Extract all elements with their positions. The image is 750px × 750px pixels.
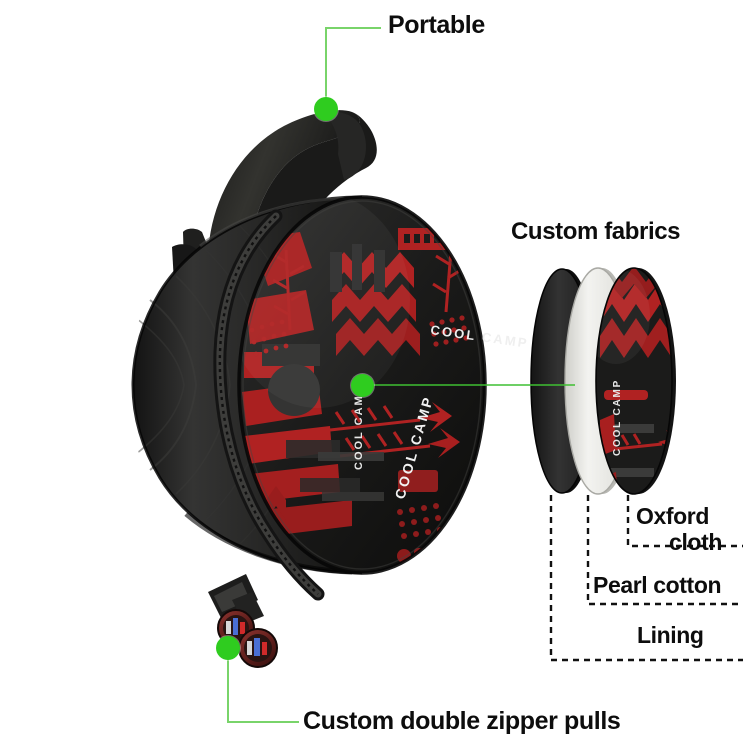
callout-dot-custom-fabrics[interactable] (351, 374, 374, 397)
disc-brand-mark: COOL CAMP (612, 379, 623, 456)
label-pearl-cotton: Pearl cotton (593, 572, 722, 598)
zipper-pull-art-1 (226, 618, 245, 635)
label-lining: Lining (637, 622, 704, 648)
leader-line-pearl-cotton (586, 495, 743, 606)
aztec-pattern (239, 197, 469, 573)
label-portable: Portable (388, 11, 485, 39)
fabric-disc-oxford-cloth: COOL CAMP (595, 267, 676, 495)
bag-face: COOL CAMP COOL CAMP COOL CAMP (237, 195, 530, 575)
leader-line-zipper-pulls (227, 648, 299, 723)
zipper-pull-art-2 (247, 638, 267, 656)
callout-dot-zipper-pulls[interactable] (216, 636, 240, 660)
label-oxford-cloth: Oxford cloth (636, 503, 746, 555)
label-oxford-cloth-line1: Oxford (636, 503, 709, 529)
leader-line-portable (325, 27, 381, 108)
label-custom-fabrics: Custom fabrics (511, 218, 681, 245)
label-oxford-cloth-line2: cloth (669, 528, 722, 555)
leader-line-lining (549, 495, 743, 662)
brand-mark-2: COOL CAMP (353, 385, 365, 470)
label-custom-double-zipper-pulls: Custom double zipper pulls (303, 707, 621, 735)
callout-dot-portable[interactable] (314, 97, 338, 121)
fabric-layer-discs: COOL CAMP (530, 267, 676, 495)
leader-line-oxford-cloth (626, 495, 743, 548)
